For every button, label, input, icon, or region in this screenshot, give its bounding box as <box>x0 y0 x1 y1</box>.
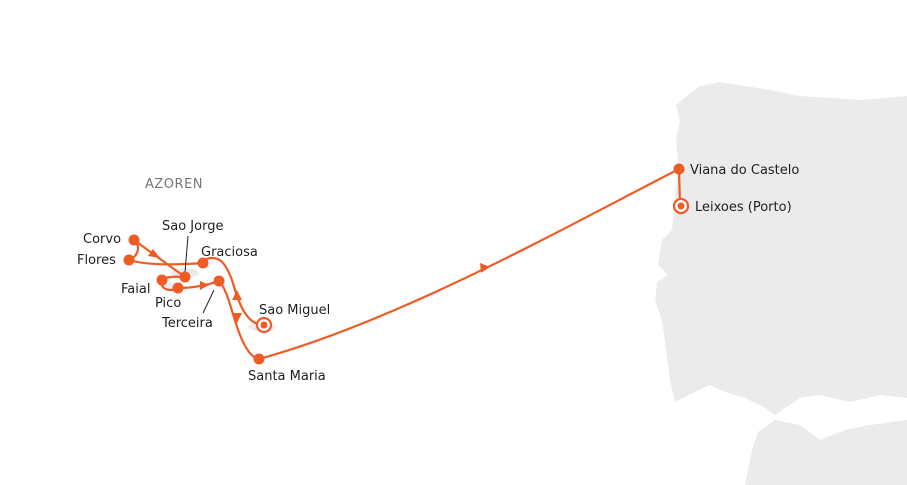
direction-arrow-icon <box>200 281 209 290</box>
direction-arrow-icon <box>232 290 242 300</box>
port-marker-corvo[interactable] <box>128 234 140 246</box>
port-label-santa-maria: Santa Maria <box>248 369 326 384</box>
land-iberia <box>655 82 907 415</box>
port-label-corvo: Corvo <box>83 232 121 247</box>
port-marker-viana-do-castelo[interactable] <box>673 163 685 175</box>
port-label-sao-miguel: Sao Miguel <box>259 303 330 318</box>
port-marker-graciosa[interactable] <box>197 257 209 269</box>
port-marker-pico[interactable] <box>172 282 184 294</box>
direction-arrow-icon <box>148 249 160 258</box>
port-label-terceira: Terceira <box>161 316 213 331</box>
land-africa <box>745 420 907 485</box>
port-marker-santa-maria[interactable] <box>253 353 265 365</box>
leader-line <box>184 235 189 273</box>
region-label-azoren: AZOREN <box>145 177 203 192</box>
direction-arrow-icon <box>480 263 490 273</box>
port-marker-leixoes[interactable] <box>672 197 690 215</box>
port-marker-faial[interactable] <box>156 274 168 286</box>
port-label-pico: Pico <box>155 296 181 311</box>
port-label-viana-do-castelo: Viana do Castelo <box>690 163 799 178</box>
port-label-graciosa: Graciosa <box>201 245 258 260</box>
port-marker-sao-miguel[interactable] <box>255 316 273 334</box>
direction-arrow-icon <box>232 313 242 323</box>
port-label-faial: Faial <box>121 282 150 297</box>
cruise-route <box>127 167 682 361</box>
port-label-flores: Flores <box>77 253 116 268</box>
port-marker-sao-jorge[interactable] <box>179 271 191 283</box>
port-marker-terceira[interactable] <box>213 275 225 287</box>
port-marker-flores[interactable] <box>123 254 135 266</box>
port-label-leixoes: Leixoes (Porto) <box>695 200 792 215</box>
port-label-sao-jorge: Sao Jorge <box>162 219 223 234</box>
leader-line <box>202 289 215 314</box>
